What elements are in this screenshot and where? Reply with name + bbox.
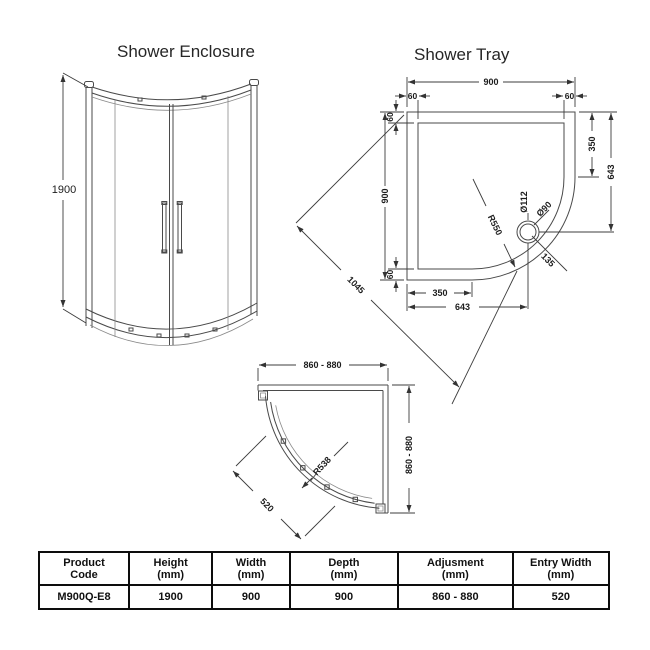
header-adjustment: Adjusment (mm) bbox=[397, 551, 514, 586]
tray-bottom-to-drain-label: 643 bbox=[455, 302, 470, 312]
plan-walls bbox=[258, 385, 388, 513]
value-adjustment: 860 - 880 bbox=[397, 584, 514, 610]
value-product-code: M900Q-E8 bbox=[37, 584, 131, 610]
enclosure-frame bbox=[85, 80, 259, 346]
header-line: Product bbox=[63, 556, 105, 569]
value-entry-width: 520 bbox=[511, 584, 611, 610]
header-depth: Depth (mm) bbox=[288, 551, 400, 586]
value-depth: 900 bbox=[288, 584, 400, 610]
tray-right-to-drain-label: 643 bbox=[606, 164, 616, 179]
header-line: (mm) bbox=[330, 568, 358, 581]
plan-entry-width-label: 520 bbox=[258, 496, 276, 514]
header-line: Height bbox=[153, 556, 188, 569]
door-handles bbox=[162, 202, 182, 254]
tray-top-dimensions: 900 60 60 bbox=[395, 77, 587, 119]
header-width: Width (mm) bbox=[211, 551, 291, 586]
drain-flange-diameter-label: Ø112 bbox=[519, 191, 529, 213]
header-line: Entry Width bbox=[530, 556, 592, 569]
tray-diagonal-label: 1045 bbox=[345, 274, 366, 295]
header-height: Height (mm) bbox=[128, 551, 214, 586]
tray-top-right-offset-label: 60 bbox=[565, 91, 575, 101]
value-width: 900 bbox=[211, 584, 291, 610]
enclosure-diagram: 1900 bbox=[52, 60, 275, 360]
enclosure-doors bbox=[115, 96, 228, 345]
tray-left-top-offset-label: 60 bbox=[385, 112, 395, 122]
value-height: 1900 bbox=[128, 584, 214, 610]
tray-left-bottom-offset-label: 60 bbox=[385, 270, 395, 280]
spec-table-header-row: Product Code Height (mm) Width (mm) Dept… bbox=[37, 551, 611, 586]
tray-width-label: 900 bbox=[483, 77, 498, 87]
tray-annotations: R550 Ø112 Ø90 135 bbox=[473, 179, 614, 309]
header-line: (mm) bbox=[441, 568, 469, 581]
drain-corner-offset-label: 135 bbox=[539, 251, 557, 269]
tray-right-dimensions: 350 643 bbox=[578, 112, 617, 231]
tray-right-to-curve-label: 350 bbox=[587, 136, 597, 151]
header-line: Depth bbox=[328, 556, 360, 569]
header-entry-width: Entry Width (mm) bbox=[511, 551, 611, 586]
header-line: Adjusment bbox=[426, 556, 484, 569]
tray-outline bbox=[407, 112, 575, 280]
tray-depth-label: 900 bbox=[380, 188, 390, 203]
tray-top-left-offset-label: 60 bbox=[408, 91, 418, 101]
tray-diagram: R550 Ø112 Ø90 135 900 60 60 60 900 bbox=[280, 77, 645, 410]
plan-right-dimension: 860 - 880 bbox=[390, 385, 415, 513]
header-line: Width bbox=[235, 556, 267, 569]
tray-title: Shower Tray bbox=[414, 45, 510, 64]
plan-height-label: 860 - 880 bbox=[404, 436, 414, 474]
plan-door-tracks bbox=[266, 396, 380, 508]
plan-diagram: 860 - 880 860 - 880 R538 520 bbox=[225, 360, 470, 560]
header-line: (mm) bbox=[157, 568, 185, 581]
header-line: (mm) bbox=[547, 568, 575, 581]
plan-top-dimension: 860 - 880 bbox=[258, 360, 388, 381]
header-product-code: Product Code bbox=[37, 551, 131, 586]
tray-bottom-to-curve-label: 350 bbox=[432, 288, 447, 298]
enclosure-height-label: 1900 bbox=[52, 184, 76, 196]
enclosure-height-dimension: 1900 bbox=[52, 73, 88, 323]
plan-width-label: 860 - 880 bbox=[303, 360, 341, 370]
plan-door-radius-label: R538 bbox=[311, 455, 333, 478]
tray-bottom-dimensions: 350 643 bbox=[407, 282, 527, 312]
spec-table-value-row: M900Q-E8 1900 900 900 860 - 880 520 bbox=[37, 584, 611, 610]
tray-left-dimensions: 60 900 60 bbox=[380, 100, 414, 292]
spec-table: Product Code Height (mm) Width (mm) Dept… bbox=[37, 551, 611, 610]
header-line: (mm) bbox=[237, 568, 265, 581]
enclosure-title: Shower Enclosure bbox=[117, 42, 255, 61]
header-line: Code bbox=[70, 568, 98, 581]
